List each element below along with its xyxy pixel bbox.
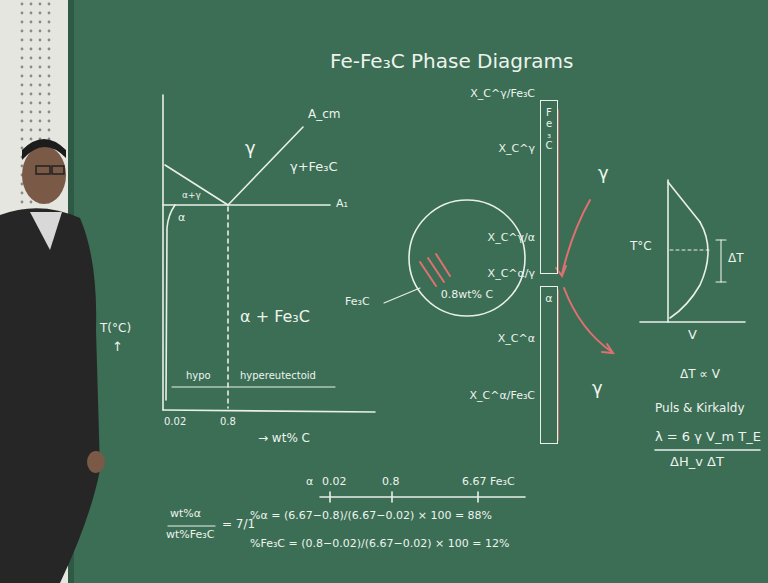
chalk-label: %Fe₃C = (0.8−0.02)/(6.67−0.02) × 100 = 1… [250,538,509,551]
eutectoid-composition [227,207,229,408]
lever-tick [477,492,479,502]
chalk-label: wt%α [170,508,201,521]
alpha-solvus [166,205,175,400]
chalk-label: α+γ [182,190,201,200]
chalk-label: X_C^γ/α [488,232,535,245]
chalk-label: Fe₃C [345,296,370,309]
pearlite-colony: 0.8wt% C [407,198,527,318]
chalk-label: → wt% C [258,432,310,446]
eutectoid-line [163,204,330,206]
a3-line [165,165,228,205]
diffusion-arrow [562,200,590,274]
chalk-label: γ [592,378,603,399]
lecturer-glasses [52,166,64,174]
plot-line [668,182,700,222]
chalk-label: A_cm [308,108,341,122]
chalk-label: A₁ [336,198,348,211]
chalk-label: X_C^α/γ [488,268,535,281]
chalk-label: ΔH_v ΔT [670,455,724,470]
chalk-label: ΔT [728,252,744,266]
chalk-label: wt%Fe₃C [166,529,214,542]
lecturer-glasses [36,166,50,174]
node-label: 0.8wt% C [407,198,527,301]
chalk-label: 0.8 [220,416,236,428]
lecturer-collar [30,212,62,250]
node-label: α [544,293,555,305]
lever-tick [391,492,393,502]
cementite-lamella: Fe₃C [540,100,558,274]
undercooling-bar [716,281,726,282]
undercooling-bar [716,239,726,240]
chalk-label: ΔT ∝ V [680,368,720,382]
composition-axis [163,410,375,412]
arrow-head [602,344,613,353]
chalk-label: α [178,212,185,225]
chalk-label: %α = (6.67−0.8)/(6.67−0.02) × 100 = 88% [250,510,492,523]
lever-tick [329,492,331,502]
chalk-label: T(°C) [100,322,131,336]
lamella [436,254,450,276]
undercooling-bar [720,240,721,282]
lecturer-hand [87,451,105,473]
chalk-label: V [688,328,697,343]
node-label: Fe₃C [544,107,554,151]
temperature-axis [162,95,164,410]
chalk-label: 0.8 [382,476,400,489]
diffusion-arrow [564,288,612,352]
chalk-label: X_C^α [498,333,535,346]
plot-curve [670,222,708,318]
chalk-label: λ = 6 γ V_m T_E [655,430,761,445]
chalk-label: ↑ [112,340,123,355]
chalk-label: T°C [630,240,652,254]
chalk-label: Puls & Kirkaldy [655,402,744,416]
chalk-label: X_C^γ [499,143,535,156]
chalk-label: X_C^α/Fe₃C [470,390,535,403]
undercooling-line [670,249,712,250]
temperature-axis [667,180,669,322]
chalk-label: α + Fe₃C [240,308,310,326]
lecturer-body [0,208,100,583]
chalk-label: γ [245,138,256,159]
chalk-label: hypereutectoid [240,370,316,382]
leader-line [384,288,420,303]
lecturer-head [22,146,66,204]
ferrite-lamella: α [540,286,558,444]
lecturer-hair [22,139,66,160]
range-line [172,386,335,387]
chalk-label: hypo [186,370,211,382]
chalk-label: γ+Fe₃C [290,160,338,175]
fraction-bar [168,525,215,526]
chalk-label: α [306,476,313,489]
chalk-label: 6.67 Fe₃C [462,476,515,489]
chalk-label: 0.02 [322,476,347,489]
chalk-label: 0.02 [164,416,186,428]
board-title: Fe-Fe₃C Phase Diagrams [330,50,573,73]
chalk-label: γ [598,163,609,184]
fraction-bar [655,449,760,451]
chalk-label: X_C^γ/Fe₃C [470,88,535,101]
velocity-axis [640,321,745,323]
lever-line [320,496,525,498]
